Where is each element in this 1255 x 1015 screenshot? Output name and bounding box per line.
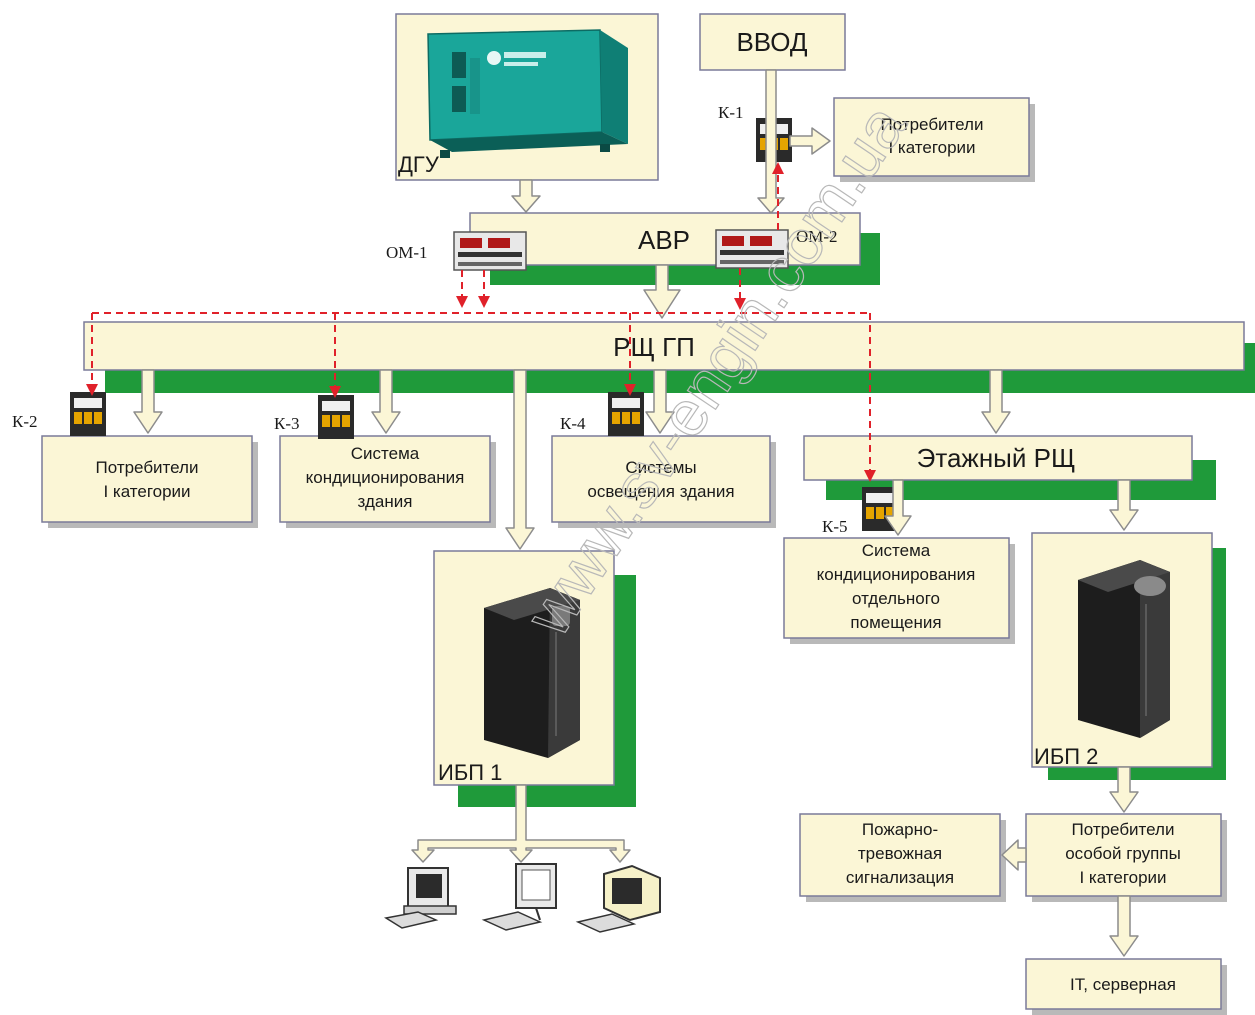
lighting-line-2: освещения здания	[587, 482, 734, 501]
rshch-gp-box	[83, 321, 1245, 371]
etazh-rshch-label: Этажный РЩ	[917, 443, 1076, 473]
k1-label: К-1	[718, 103, 744, 122]
rshch-gp-label: РЩ ГП	[613, 332, 695, 362]
consumers-left-line-1: Потребители	[96, 458, 199, 477]
relay-om1-icon	[453, 231, 527, 271]
ups1-image	[484, 588, 580, 758]
fire-line-2: тревожная	[858, 844, 942, 863]
fire-box	[799, 813, 1001, 897]
monitor-icon	[481, 863, 557, 931]
consumers-left-box	[41, 435, 253, 523]
special-line-1: Потребители	[1072, 820, 1175, 839]
special-line-3: I категории	[1079, 868, 1166, 887]
special-box	[1025, 813, 1222, 897]
relay-om2-icon	[715, 229, 789, 269]
it-box	[1025, 958, 1222, 1010]
vvod-label: ВВОД	[736, 27, 807, 57]
it-server-label: IT, серверная	[1070, 975, 1176, 994]
dgu-label: ДГУ	[398, 152, 440, 177]
ibp1-label: ИБП 1	[438, 760, 502, 785]
k4-label: К-4	[560, 414, 586, 433]
lighting-box	[551, 435, 771, 523]
ac-building-line-1: Система	[351, 444, 420, 463]
computer-icon	[383, 867, 457, 929]
special-line-2: особой группы	[1065, 844, 1181, 863]
consumers-top-line-2: I категории	[888, 138, 975, 157]
contactor-k2-icon	[70, 392, 106, 436]
k2-label: К-2	[12, 412, 38, 431]
fire-line-1: Пожарно-	[862, 820, 938, 839]
crt-monitor-icon	[575, 864, 661, 933]
ups2-image	[1078, 560, 1170, 738]
consumers-top-line-1: Потребители	[881, 115, 984, 134]
lighting-line-1: Системы	[625, 458, 696, 477]
om2-label: ОМ-2	[796, 227, 838, 246]
ac-room-line-2: кондиционирования	[817, 565, 976, 584]
ac-building-line-3: здания	[358, 492, 413, 511]
avr-label: АВР	[638, 225, 690, 255]
consumers-top-box	[833, 97, 1030, 177]
ac-building-box	[279, 435, 491, 523]
control-lines	[86, 162, 876, 482]
consumers-left-line-2: I категории	[103, 482, 190, 501]
power-arrows	[133, 69, 1139, 957]
ac-building-line-2: кондиционирования	[306, 468, 465, 487]
fire-line-3: сигнализация	[846, 868, 954, 887]
ac-room-line-3: отдельного	[852, 589, 940, 608]
k3-label: К-3	[274, 414, 300, 433]
ac-room-line-1: Система	[862, 541, 931, 560]
k5-label: К-5	[822, 517, 848, 536]
generator-image	[427, 29, 628, 158]
ac-room-line-4: помещения	[850, 613, 941, 632]
contactor-k3-icon	[318, 395, 354, 439]
vvod-box	[699, 13, 846, 71]
ac-room-box	[783, 537, 1010, 639]
contactor-k4-icon	[608, 392, 644, 436]
ibp2-label: ИБП 2	[1034, 744, 1098, 769]
om1-label: ОМ-1	[386, 243, 428, 262]
